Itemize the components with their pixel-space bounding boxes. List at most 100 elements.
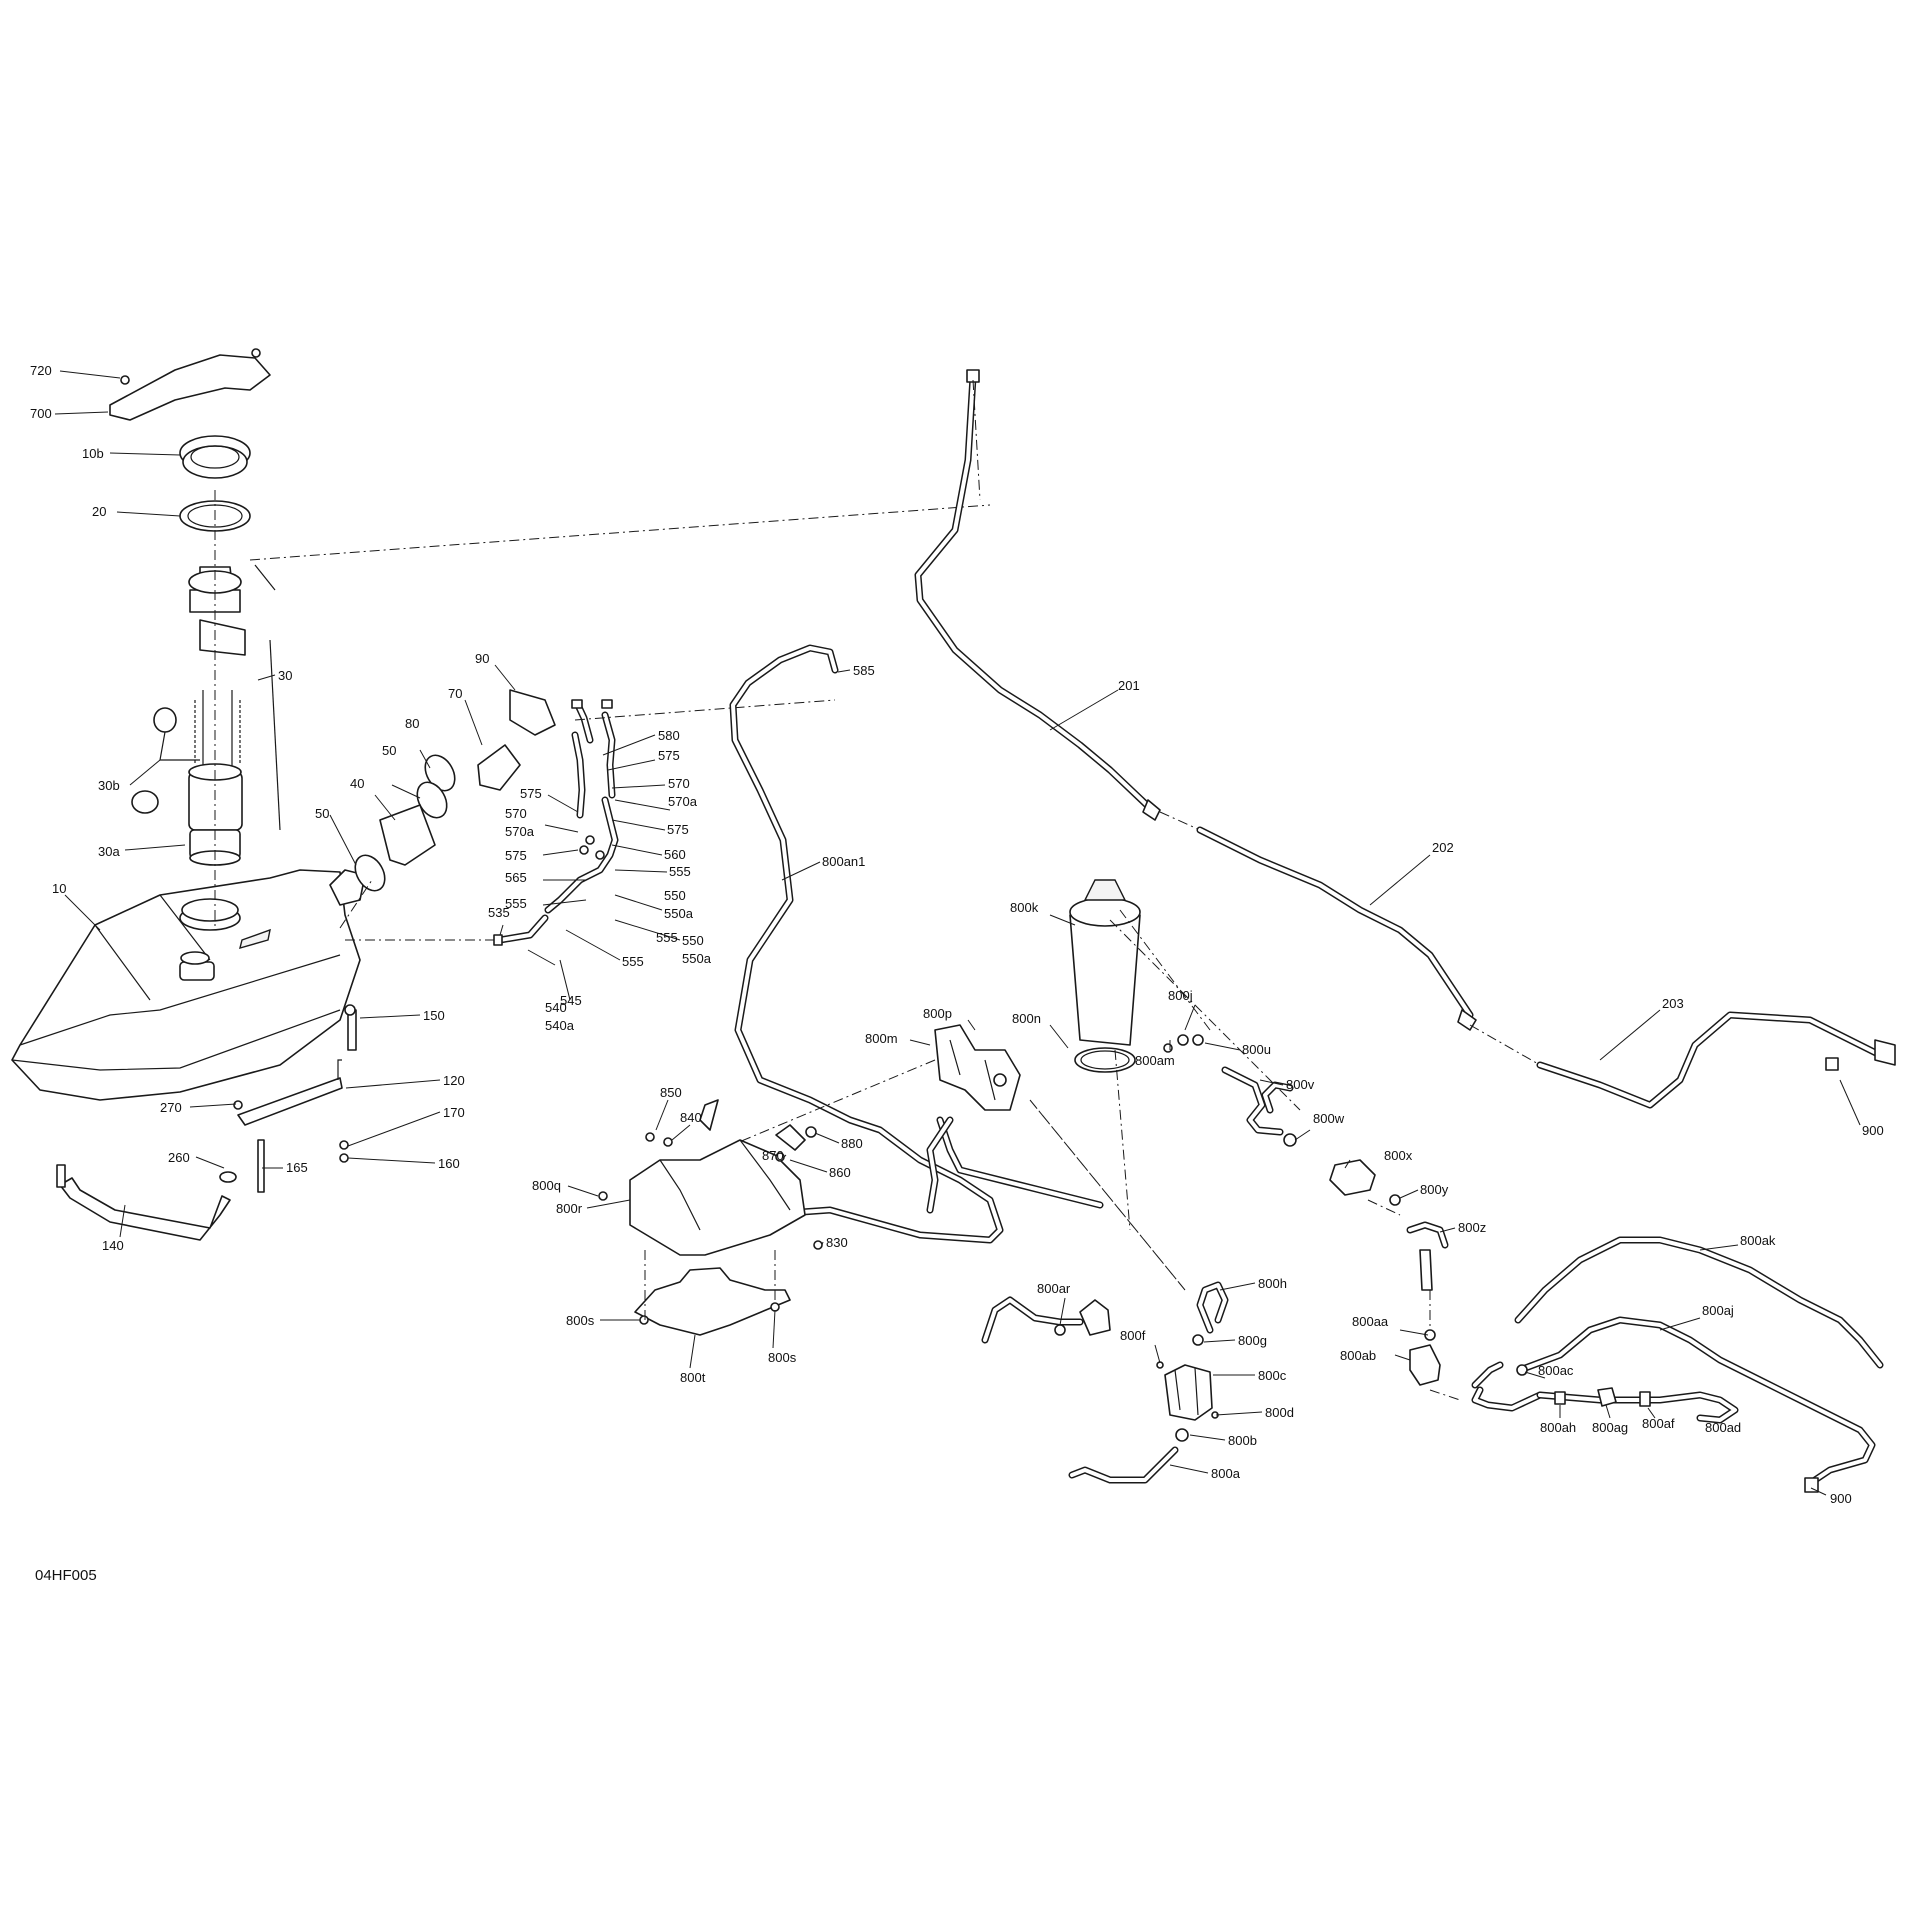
pump-filter-strainer bbox=[131, 790, 159, 814]
callout-580: 580 bbox=[658, 728, 680, 743]
callout-800ar: 800ar bbox=[1037, 1281, 1071, 1296]
inline-fuel-filter bbox=[1329, 1159, 1376, 1196]
callout-800ab: 800ab bbox=[1340, 1348, 1376, 1363]
tank-filler-neck bbox=[329, 869, 366, 906]
callout-30: 30 bbox=[278, 668, 292, 683]
tank-strap-upper bbox=[237, 1077, 343, 1126]
fuel-filter bbox=[1164, 1364, 1213, 1421]
callout-150: 150 bbox=[423, 1008, 445, 1023]
callout-570a-b: 570a bbox=[505, 824, 535, 839]
callout-880: 880 bbox=[841, 1136, 863, 1151]
fuel-supply-lines bbox=[914, 369, 1896, 1109]
leader-lines bbox=[54, 370, 1861, 1496]
callout-800a: 800a bbox=[1211, 1466, 1241, 1481]
callout-720: 720 bbox=[30, 363, 52, 378]
callout-550a-a: 550a bbox=[664, 906, 694, 921]
callout-540a: 540a bbox=[545, 1018, 575, 1033]
pressure-regulator bbox=[1409, 1344, 1441, 1386]
callout-800aj: 800aj bbox=[1702, 1303, 1734, 1318]
callout-270: 270 bbox=[160, 1100, 182, 1115]
callout-800g: 800g bbox=[1238, 1333, 1267, 1348]
callout-10b: 10b bbox=[82, 446, 104, 461]
callout-555-b: 555 bbox=[505, 896, 527, 911]
callout-800k: 800k bbox=[1010, 900, 1039, 915]
fuel-level-float bbox=[153, 707, 177, 733]
callout-540: 540 bbox=[545, 1000, 567, 1015]
callout-575-c: 575 bbox=[667, 822, 689, 837]
callout-570-a: 570 bbox=[668, 776, 690, 791]
callout-860: 860 bbox=[829, 1165, 851, 1180]
callout-575-d: 575 bbox=[505, 848, 527, 863]
callout-30b: 30b bbox=[98, 778, 120, 793]
callout-800p: 800p bbox=[923, 1006, 952, 1021]
callout-201: 201 bbox=[1118, 678, 1140, 693]
callout-700: 700 bbox=[30, 406, 52, 421]
callout-555-a: 555 bbox=[669, 864, 691, 879]
callout-545: 545 bbox=[560, 993, 582, 1008]
callout-830: 830 bbox=[826, 1235, 848, 1250]
callout-170: 170 bbox=[443, 1105, 465, 1120]
callout-800ak: 800ak bbox=[1740, 1233, 1776, 1248]
callout-800ad: 800ad bbox=[1705, 1420, 1741, 1435]
callout-800aa: 800aa bbox=[1352, 1314, 1389, 1329]
pressure-sensor bbox=[1079, 1299, 1111, 1336]
callout-570-b: 570 bbox=[505, 806, 527, 821]
sensor-harness-group bbox=[981, 1296, 1111, 1344]
callout-70: 70 bbox=[448, 686, 462, 701]
callout-800t: 800t bbox=[680, 1370, 706, 1385]
callout-900-lower: 900 bbox=[1830, 1491, 1852, 1506]
fuel-tank bbox=[11, 869, 361, 1101]
filler-hose bbox=[379, 804, 436, 866]
callout-120: 120 bbox=[443, 1073, 465, 1088]
callout-575-b: 575 bbox=[520, 786, 542, 801]
callout-140: 140 bbox=[102, 1238, 124, 1253]
callout-800s-right: 800s bbox=[768, 1350, 797, 1365]
purge-valve bbox=[934, 1024, 1021, 1111]
callout-800y: 800y bbox=[1420, 1182, 1449, 1197]
callout-30a: 30a bbox=[98, 844, 120, 859]
callout-575-a: 575 bbox=[658, 748, 680, 763]
filler-cap bbox=[509, 689, 556, 736]
callout-900-upper: 900 bbox=[1862, 1123, 1884, 1138]
callout-800c: 800c bbox=[1258, 1368, 1287, 1383]
callout-555-c: 555 bbox=[656, 930, 678, 945]
callout-50-upper: 50 bbox=[382, 743, 396, 758]
skid-plate bbox=[634, 1267, 791, 1336]
callout-80: 80 bbox=[405, 716, 419, 731]
callout-535: 535 bbox=[488, 905, 510, 920]
vent-line-800an1 bbox=[729, 644, 1104, 1244]
callout-570a-a: 570a bbox=[668, 794, 698, 809]
callout-800ah: 800ah bbox=[1540, 1420, 1576, 1435]
tank-strap-lower bbox=[59, 1177, 231, 1241]
callout-840: 840 bbox=[680, 1110, 702, 1125]
return-line-loop bbox=[1471, 1236, 1884, 1493]
callout-800b: 800b bbox=[1228, 1433, 1257, 1448]
callout-550a-b: 550a bbox=[682, 951, 712, 966]
callout-40: 40 bbox=[350, 776, 364, 791]
callout-870: 870 bbox=[762, 1148, 784, 1163]
evap-canister bbox=[1069, 914, 1141, 1046]
callout-800n: 800n bbox=[1012, 1011, 1041, 1026]
callout-260: 260 bbox=[168, 1150, 190, 1165]
callout-800am: 800am bbox=[1135, 1053, 1175, 1068]
heat-shield bbox=[109, 354, 271, 421]
callout-800f: 800f bbox=[1120, 1328, 1146, 1343]
callout-800w: 800w bbox=[1313, 1111, 1345, 1126]
callout-560: 560 bbox=[664, 847, 686, 862]
callout-800r: 800r bbox=[556, 1201, 583, 1216]
callout-800x: 800x bbox=[1384, 1148, 1413, 1163]
callout-800q: 800q bbox=[532, 1178, 561, 1193]
callout-800an1: 800an1 bbox=[822, 854, 865, 869]
callout-50-lower: 50 bbox=[315, 806, 329, 821]
callout-800ag: 800ag bbox=[1592, 1420, 1628, 1435]
fuel-filter-chain bbox=[1261, 1081, 1461, 1401]
evap-canister-group bbox=[1069, 879, 1301, 1136]
purge-valve-group bbox=[719, 1024, 1021, 1151]
callout-800d: 800d bbox=[1265, 1405, 1294, 1420]
callout-800m: 800m bbox=[865, 1031, 898, 1046]
callout-550-a: 550 bbox=[664, 888, 686, 903]
fuel-filter-800c-group bbox=[1029, 1049, 1229, 1484]
callout-555-d: 555 bbox=[622, 954, 644, 969]
bracket-group bbox=[598, 1099, 823, 1336]
